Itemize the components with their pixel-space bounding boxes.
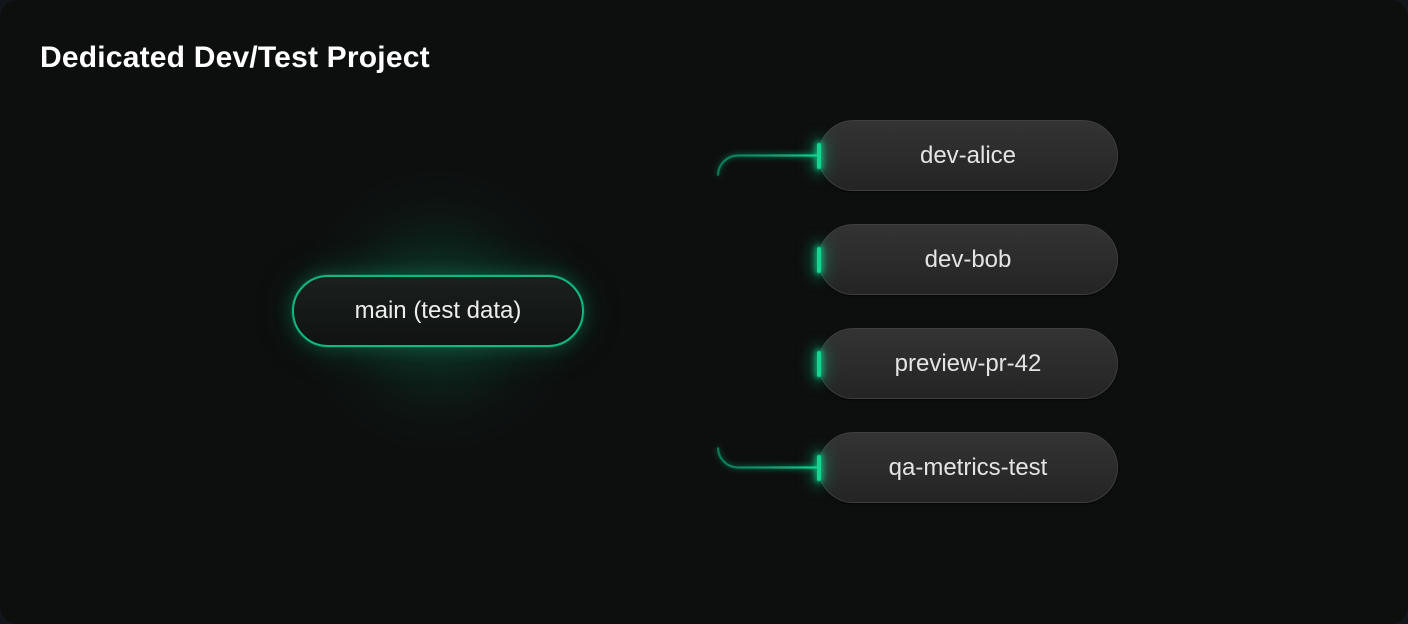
connector-branch-dev-alice bbox=[716, 154, 818, 176]
node-label: main (test data) bbox=[354, 297, 522, 324]
node-child-preview-pr-42[interactable]: preview-pr-42 bbox=[818, 328, 1118, 399]
connector-branch-qa-metrics-test bbox=[716, 447, 818, 469]
node-root-main-test-data[interactable]: main (test data) bbox=[292, 275, 584, 347]
node-label: preview-pr-42 bbox=[894, 349, 1042, 377]
node-child-dev-alice[interactable]: dev-alice bbox=[818, 120, 1118, 191]
node-label: qa-metrics-test bbox=[888, 453, 1048, 481]
node-child-qa-metrics-test[interactable]: qa-metrics-test bbox=[818, 432, 1118, 503]
node-label: dev-bob bbox=[924, 245, 1012, 273]
page-title: Dedicated Dev/Test Project bbox=[40, 41, 430, 74]
node-child-dev-bob[interactable]: dev-bob bbox=[818, 224, 1118, 295]
node-label: dev-alice bbox=[919, 141, 1017, 169]
